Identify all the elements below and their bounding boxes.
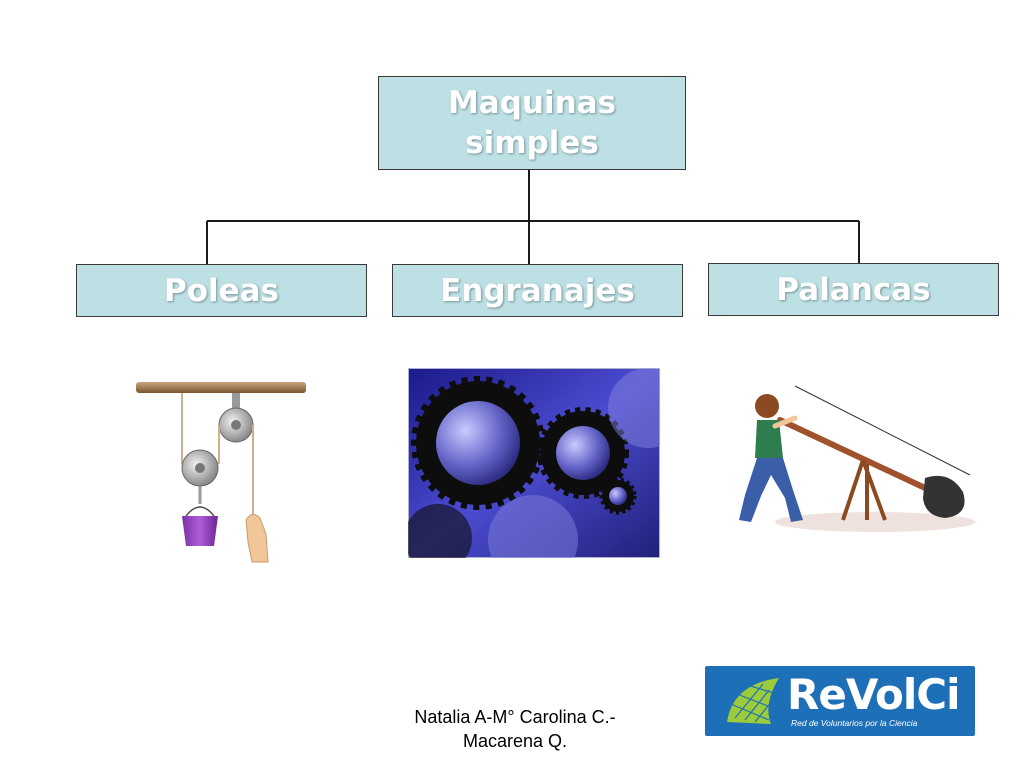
node-engranajes-label: Engranajes	[440, 272, 635, 309]
revolci-logo: ReVolCi Red de Voluntarios por la Cienci…	[705, 666, 975, 736]
node-palancas-box: Palancas	[708, 263, 999, 316]
node-poleas-box: Poleas	[76, 264, 367, 317]
node-palancas-label: Palancas	[776, 271, 931, 308]
node-engranajes-box: Engranajes	[392, 264, 683, 317]
logo-name: ReVolCi	[787, 670, 961, 719]
gears-image	[408, 368, 660, 558]
root-node-box: Maquinas simples	[378, 76, 686, 170]
net-emblem-icon	[727, 678, 779, 724]
author-line-1: Natalia A-M° Carolina C.-	[414, 707, 616, 727]
pulley-system-icon	[136, 382, 306, 563]
lever-person-icon	[739, 385, 975, 532]
author-caption: Natalia A-M° Carolina C.- Macarena Q.	[380, 705, 650, 753]
root-node-label: Maquinas simples	[447, 85, 617, 161]
node-poleas-label: Poleas	[163, 272, 280, 309]
author-line-2: Macarena Q.	[462, 731, 568, 751]
logo-subtitle: Red de Voluntarios por la Ciencia	[791, 718, 918, 728]
